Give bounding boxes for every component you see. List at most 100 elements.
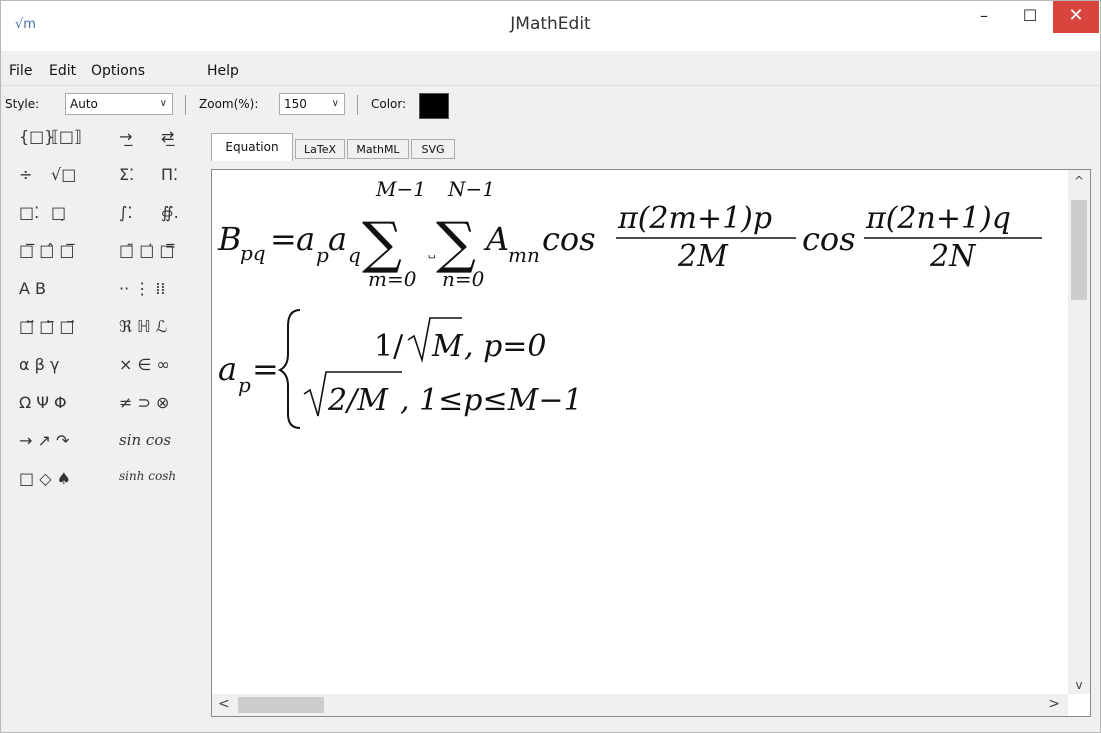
eq-a2: a (328, 220, 347, 258)
palette-symbol-button[interactable]: □̅ □̂ □̅ (19, 241, 75, 260)
eq-equals: = (270, 220, 297, 258)
palette-symbol-button[interactable]: ÷ (19, 165, 33, 184)
horizontal-scroll-thumb[interactable] (238, 697, 324, 713)
vertical-scrollbar[interactable]: ^ v (1068, 170, 1090, 694)
palette-symbol-button[interactable]: Ω Ψ Φ (19, 393, 67, 412)
case1-fraction: 1/ (374, 329, 404, 364)
sum1-lower: m=0 (368, 267, 417, 291)
sum1-sigma: ∑ (362, 211, 402, 276)
chevron-down-icon: ∨ (159, 98, 167, 109)
equation-canvas: B pq = a p a q M−1 ∑ m=0 ␣ N−1 ∑ n=0 A m… (217, 177, 1042, 429)
toolbar-separator (357, 95, 358, 115)
app-icon: √m (15, 17, 36, 32)
palette-symbol-button[interactable]: sinh cosh (119, 469, 177, 483)
tab-latex[interactable]: LaTeX (295, 139, 345, 159)
palette-symbol-button[interactable]: α β γ (19, 355, 60, 374)
eq-A-sub: mn (508, 243, 540, 267)
scroll-right-icon[interactable]: > (1048, 696, 1060, 712)
palette-symbol-button[interactable]: Σ⁚ (119, 165, 135, 184)
horizontal-scrollbar[interactable]: < > (212, 694, 1068, 716)
eq-cos1: cos (542, 220, 596, 258)
palette-row: □̅ □̂ □̅ □̃ □̇ □̿ (19, 241, 199, 271)
palette-symbol-button[interactable]: →̲ (119, 127, 133, 146)
palette-row: □ ◇ ♠ sinh cosh (19, 469, 199, 499)
style-label: Style: (5, 97, 40, 111)
menu-file[interactable]: File (9, 63, 33, 79)
case2-condition: , 1≤p≤M−1 (400, 383, 583, 418)
scroll-up-icon[interactable]: ^ (1073, 174, 1085, 188)
palette-symbol-button[interactable]: A B (19, 279, 47, 298)
palette-symbol-button[interactable]: ⟦□⟧ (51, 127, 82, 146)
palette-symbol-button[interactable]: □ ◇ ♠ (19, 469, 71, 488)
scroll-down-icon[interactable]: v (1075, 678, 1083, 692)
frac1-denominator: 2M (677, 239, 729, 274)
zoom-select[interactable]: 150 ∨ (279, 93, 345, 115)
toolbar-separator (185, 95, 186, 115)
style-select[interactable]: Auto ∨ (65, 93, 173, 115)
tab-equation[interactable]: Equation (211, 133, 293, 161)
maximize-button[interactable]: ☐ (1022, 6, 1038, 25)
case1-radical (407, 317, 462, 364)
palette-row: ÷ √□ Σ⁚ Π⁚ (19, 165, 199, 195)
palette-row: → ↗ ↷ sin cos (19, 431, 199, 461)
eq-a1: a (296, 220, 315, 258)
menu-bar: File Edit Options Help (1, 59, 1100, 86)
palette-symbol-button[interactable]: ∫⁚ (119, 203, 133, 222)
palette-symbol-button[interactable]: ·· ⋮ ⁞⁞ (119, 279, 166, 298)
palette-symbol-button[interactable]: × ∈ ∞ (119, 355, 170, 374)
eq-a1-sub: p (316, 243, 329, 267)
menu-help[interactable]: Help (207, 63, 239, 79)
palette-symbol-button[interactable]: ℜ ℍ ℒ (119, 317, 168, 336)
sum1-upper: M−1 (375, 177, 426, 201)
equation-display[interactable]: B pq = a p a q M−1 ∑ m=0 ␣ N−1 ∑ n=0 A m… (212, 170, 1068, 694)
scroll-left-icon[interactable]: < (218, 696, 230, 712)
vertical-scroll-thumb[interactable] (1071, 200, 1087, 300)
palette-row: □⃡ □⃖ □⃗ ℜ ℍ ℒ (19, 317, 199, 347)
frac2-denominator: 2N (929, 239, 977, 274)
toolbar: Style: Auto ∨ Zoom(%): 150 ∨ Color: (1, 89, 1100, 121)
title-bar: √m JMathEdit – ☐ ✕ (1, 1, 1100, 51)
tab-svg[interactable]: SVG (411, 139, 455, 159)
eq-lhs: B (217, 220, 242, 258)
color-label: Color: (371, 97, 407, 111)
palette-symbol-button[interactable]: □̃ □̇ □̿ (119, 241, 175, 260)
style-value: Auto (70, 97, 98, 111)
palette-symbol-button[interactable]: □⃡ □⃖ □⃗ (19, 317, 75, 336)
palette-symbol-button[interactable]: □⁚ (19, 203, 40, 222)
window-title: JMathEdit (510, 14, 591, 34)
eq2-lhs-sub: p (238, 373, 251, 397)
eq-A: A (483, 220, 509, 258)
case2-radicand: 2/M (327, 383, 389, 418)
eq2-equals: = (252, 350, 279, 388)
cases-brace (277, 309, 301, 429)
eq-a2-sub: q (348, 243, 361, 267)
close-button[interactable]: ✕ (1053, 1, 1099, 33)
minimize-button[interactable]: – (980, 6, 988, 25)
palette-symbol-button[interactable]: ≠ ⊃ ⊗ (119, 393, 170, 412)
palette-symbol-button[interactable]: {□} (19, 127, 55, 146)
palette-symbol-button[interactable]: Π⁚ (161, 165, 179, 184)
color-picker[interactable] (419, 93, 449, 119)
palette-symbol-button[interactable]: ⇄̲ (161, 127, 175, 146)
equation-editor[interactable]: B pq = a p a q M−1 ∑ m=0 ␣ N−1 ∑ n=0 A m… (211, 169, 1091, 717)
palette-row: {□}⟦□⟧ →̲ ⇄̲ (19, 127, 199, 157)
menu-options[interactable]: Options (91, 63, 146, 79)
palette-symbol-button[interactable]: ∯. (161, 203, 179, 222)
eq-lhs-sub: pq (240, 241, 266, 265)
palette-row: α β γ × ∈ ∞ (19, 355, 199, 385)
frac2-numerator: π(2n+1)q (865, 201, 1011, 236)
sum2-lower: n=0 (442, 267, 485, 291)
palette-symbol-button[interactable]: □̣ (51, 203, 67, 222)
tab-mathml[interactable]: MathML (347, 139, 409, 159)
sum2-upper: N−1 (447, 177, 495, 201)
palette-symbol-button[interactable]: sin cos (119, 431, 172, 449)
palette-row: □⁚ □̣ ∫⁚ ∯. (19, 203, 199, 233)
palette-symbol-button[interactable]: → ↗ ↷ (19, 431, 70, 450)
placeholder-mark: ␣ (428, 248, 436, 259)
palette-row: Ω Ψ Φ ≠ ⊃ ⊗ (19, 393, 199, 423)
case1-condition: , p=0 (464, 329, 547, 364)
palette-symbol-button[interactable]: √□ (51, 165, 77, 184)
menu-edit[interactable]: Edit (49, 63, 77, 79)
zoom-value: 150 (284, 97, 307, 111)
